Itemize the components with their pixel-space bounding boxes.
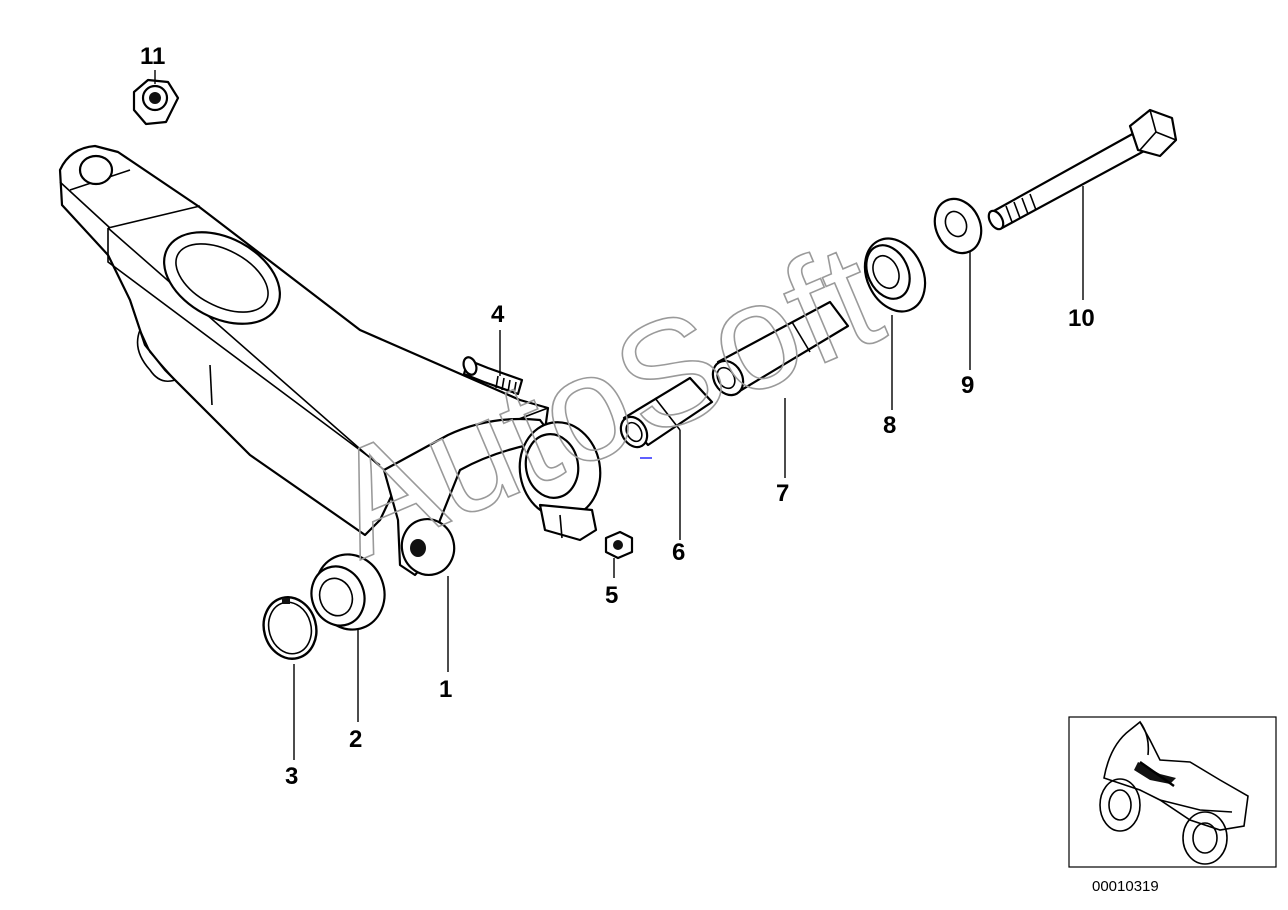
lock-nut (132, 78, 180, 126)
leader-lines (154, 70, 1084, 760)
callout-9: 9 (961, 372, 974, 399)
seal-bearing (863, 237, 927, 313)
callout-5: 5 (605, 582, 618, 609)
callouts: 1 2 3 4 5 6 7 8 9 10 11 (140, 43, 1095, 790)
motorcycle-thumbnail (1068, 716, 1277, 868)
circlip (262, 596, 318, 660)
callout-11: 11 (140, 43, 165, 70)
callout-8: 8 (883, 412, 896, 439)
washer (933, 197, 983, 255)
callout-6: 6 (672, 539, 685, 566)
screw (462, 356, 524, 396)
callout-10: 10 (1068, 305, 1095, 332)
watermark-text: AutoSoft (307, 210, 902, 589)
bushing (619, 376, 714, 459)
pivot-bolt (987, 108, 1178, 231)
callout-4: 4 (491, 301, 505, 328)
callout-7: 7 (776, 480, 789, 507)
ball-bearing (310, 553, 386, 631)
motorcycle-icon (1099, 720, 1249, 865)
callout-2: 2 (349, 726, 362, 753)
thumbnail-frame (1068, 716, 1277, 868)
hex-nut-small (604, 530, 634, 560)
spacer-sleeve (711, 300, 850, 397)
callout-1: 1 (439, 676, 452, 703)
diagram-id: 00010319 (1092, 878, 1159, 895)
swing-arm (58, 144, 602, 577)
callout-3: 3 (285, 763, 298, 790)
